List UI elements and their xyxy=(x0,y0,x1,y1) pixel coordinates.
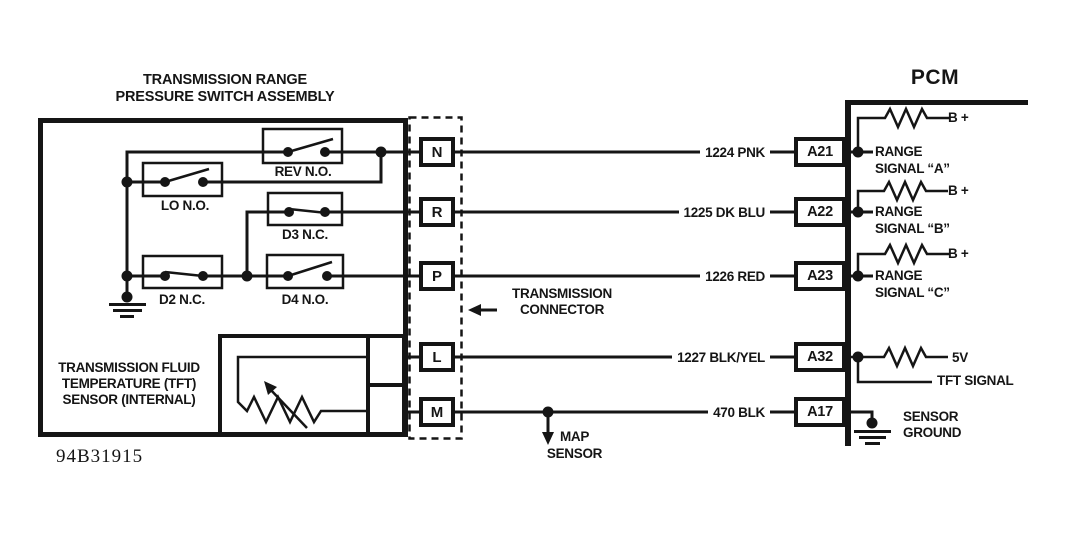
map-sensor-arrow xyxy=(542,414,554,445)
tft-thermistor xyxy=(236,355,366,429)
connector-pin-boxes xyxy=(419,137,455,427)
ground-symbol-left xyxy=(109,297,146,318)
pcm-pin-boxes xyxy=(794,137,846,427)
b-plus-label-a: B + xyxy=(948,110,969,125)
connector-label-line2: CONNECTOR xyxy=(519,302,605,317)
thermistor-arrow-head xyxy=(264,381,277,395)
pin-a23: A23 xyxy=(807,268,833,284)
pin-a22: A22 xyxy=(807,204,833,220)
b-plus-label-c: B + xyxy=(948,246,969,261)
pin-r-box xyxy=(419,197,455,227)
switch-rev-label: REV N.O. xyxy=(274,164,332,179)
pin-n: N xyxy=(431,143,443,161)
pin-m: M xyxy=(430,403,444,421)
pin-l: L xyxy=(432,348,442,366)
pin-a17: A17 xyxy=(807,404,833,420)
pin-a32-box xyxy=(794,342,846,372)
pin-a21-box xyxy=(794,137,846,167)
switch-d3-box xyxy=(266,191,344,227)
b-plus-label-b: B + xyxy=(948,183,969,198)
connector-label: TRANSMISSION CONNECTOR xyxy=(488,286,636,318)
pin-p-box xyxy=(419,261,455,291)
pin-a23-box xyxy=(794,261,846,291)
map-sensor-label: MAP SENSOR xyxy=(527,428,622,462)
switch-d3-label: D3 N.C. xyxy=(282,227,328,242)
pullup-resistor-a xyxy=(856,105,949,152)
pcm-title: PCM xyxy=(910,66,960,89)
pin-a17-box xyxy=(794,397,846,427)
switch-d2-box xyxy=(141,254,224,290)
tft-sensor-box xyxy=(218,334,406,436)
switch-lo-box xyxy=(141,161,224,198)
switch-d4-box xyxy=(265,253,345,290)
wire-1226-label: 1226 RED xyxy=(610,268,770,286)
switch-d2-label: D2 N.C. xyxy=(159,292,205,307)
assembly-title-line2: PRESSURE SWITCH ASSEMBLY xyxy=(115,88,335,105)
tft-signal-label: TFT SIGNAL xyxy=(937,373,1014,388)
connector-arrow xyxy=(468,304,497,316)
pin-a21: A21 xyxy=(807,144,833,160)
map-sensor-label-line2: SENSOR xyxy=(546,446,603,461)
pin-a22-box xyxy=(794,197,846,227)
pin-m-box xyxy=(419,397,455,427)
tft-terminal-block xyxy=(366,336,404,434)
pin-a32: A32 xyxy=(807,349,833,365)
wire-470-label: 470 BLK xyxy=(610,404,770,422)
switch-blades xyxy=(164,137,334,278)
wire-1227-label: 1227 BLK/YEL xyxy=(610,349,770,367)
assembly-title: TRANSMISSION RANGE PRESSURE SWITCH ASSEM… xyxy=(85,72,365,105)
pin-n-box xyxy=(419,137,455,167)
pcm-junction-dots xyxy=(852,146,878,429)
switch-d4-label: D4 N.O. xyxy=(281,292,329,307)
pcm-boundary xyxy=(845,100,1028,446)
pin-l-box xyxy=(419,342,455,372)
pullup-resistor-b xyxy=(856,178,948,212)
connector-label-line1: TRANSMISSION xyxy=(512,286,612,301)
doc-number: 94B31915 xyxy=(56,446,144,467)
wire-1224-label: 1224 PNK xyxy=(610,144,770,162)
switch-boxes xyxy=(141,127,345,290)
wire-1225-label: 1225 DK BLU xyxy=(610,204,770,222)
switch-rev-box xyxy=(261,127,344,165)
tft-resistor xyxy=(851,344,948,370)
assembly-title-line1: TRANSMISSION RANGE xyxy=(143,72,307,88)
pullup-resistor-c xyxy=(856,241,949,276)
ground-symbol-pcm xyxy=(854,430,891,445)
pin-r: R xyxy=(431,203,443,221)
connector-dashed-box xyxy=(408,116,463,440)
tft-sensor-label: TRANSMISSION FLUID TEMPERATURE (TFT) SEN… xyxy=(38,360,220,408)
tft-sensor-label-line1: TRANSMISSION FLUID xyxy=(58,360,200,375)
switch-contacts xyxy=(160,147,332,281)
map-sensor-label-line1: MAP xyxy=(559,429,590,444)
pin-p: P xyxy=(431,267,442,285)
tft-sensor-label-line2: TEMPERATURE (TFT) xyxy=(61,376,197,391)
switch-lo-label: LO N.O. xyxy=(160,198,210,213)
tft-sensor-label-line3: SENSOR (INTERNAL) xyxy=(62,392,196,407)
five-v-label: 5V xyxy=(952,350,968,365)
